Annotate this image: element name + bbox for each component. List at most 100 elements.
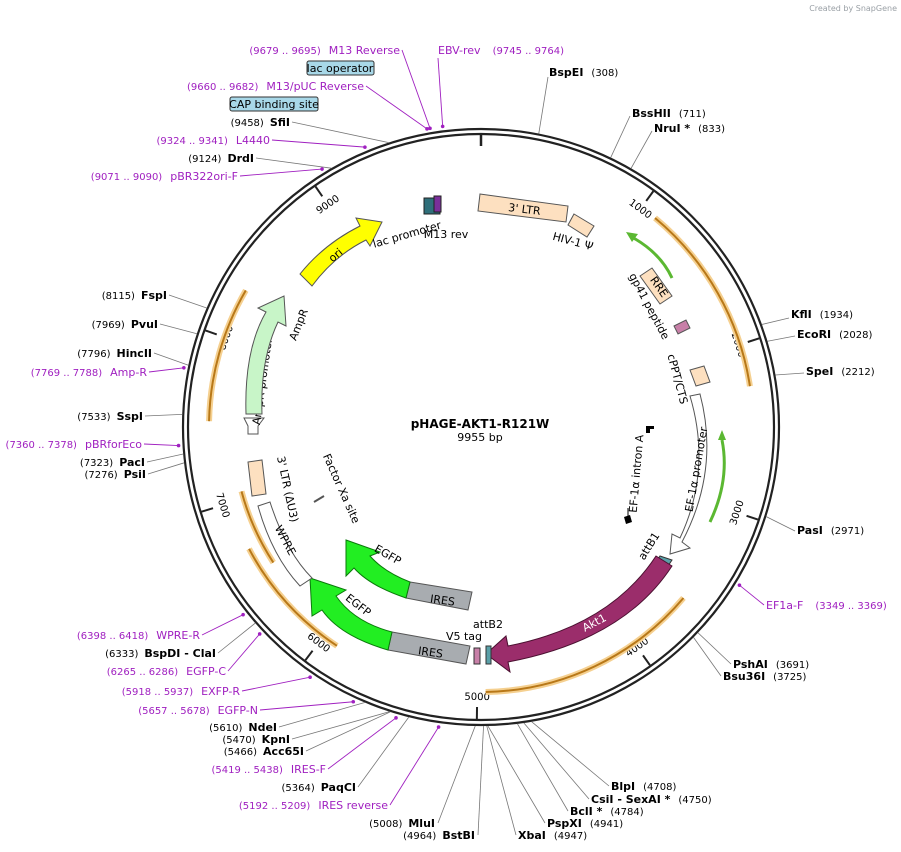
feature-wpre-shape[interactable] bbox=[257, 501, 313, 587]
tick-9000 bbox=[314, 185, 324, 197]
feature-cppt-shape[interactable] bbox=[689, 365, 711, 387]
feature-ampr-label: AmpR bbox=[287, 307, 311, 343]
site-ecori[interactable]: EcoRI(2028) bbox=[797, 328, 873, 341]
feature-ampr-shape[interactable] bbox=[245, 295, 287, 415]
tick-3000 bbox=[746, 514, 759, 521]
site-spei[interactable]: SpeI(2212) bbox=[806, 365, 875, 378]
primer-mark bbox=[428, 126, 432, 131]
feature-3ltr-shape[interactable] bbox=[477, 193, 569, 223]
site-kpni[interactable]: (5470)KpnI bbox=[222, 733, 290, 746]
primer-mark bbox=[737, 583, 742, 587]
primer-leader bbox=[271, 139, 365, 148]
site-bstbi[interactable]: (4964)BstBI bbox=[403, 829, 475, 842]
tick-label-5000: 5000 bbox=[464, 692, 490, 703]
primer-mark bbox=[176, 443, 181, 448]
site-hincii[interactable]: (7796)HincII bbox=[77, 347, 152, 360]
site-pshai[interactable]: PshAI(3691) bbox=[733, 658, 809, 671]
site-pvui[interactable]: (7969)PvuI bbox=[92, 318, 158, 331]
primer-leader bbox=[239, 168, 323, 177]
primer-mark bbox=[182, 365, 186, 370]
primer-exfp-r[interactable]: (5918 .. 5937)EXFP-R bbox=[122, 685, 241, 698]
site-mlui[interactable]: (5008)MluI bbox=[369, 817, 435, 830]
site-leader bbox=[766, 516, 796, 532]
cap-binding-site-box[interactable]: CAP binding site bbox=[229, 96, 319, 112]
site-bspdi-clai[interactable]: (6333)BspDI - ClaI bbox=[105, 647, 216, 660]
site-sspi[interactable]: (7533)SspI bbox=[77, 410, 143, 423]
lac-operator-box[interactable]: lac operator bbox=[306, 60, 375, 76]
feature-rre-shape[interactable] bbox=[639, 267, 673, 305]
primer-ebv-rev[interactable]: EBV-rev(9745 .. 9764) bbox=[438, 44, 564, 57]
site-leader bbox=[610, 115, 631, 158]
site-acc65i[interactable]: (5466)Acc65I bbox=[224, 745, 304, 758]
site-leader bbox=[168, 294, 207, 309]
site-csii-sexai[interactable]: CsiI - SexAI *(4750) bbox=[591, 793, 712, 806]
feature-ires-inner-label: IRES bbox=[429, 592, 455, 608]
site-bspei[interactable]: BspEI(308) bbox=[549, 66, 618, 79]
primer-l4440[interactable]: (9324 .. 9341)L4440 bbox=[156, 134, 270, 147]
primer-egfp-n[interactable]: (5657 .. 5678)EGFP-N bbox=[138, 704, 258, 717]
tick-label-1000: 1000 bbox=[627, 197, 654, 221]
site-paci[interactable]: (7323)PacI bbox=[80, 456, 145, 469]
primer-egfp-c[interactable]: (6265 .. 6286)EGFP-C bbox=[107, 665, 227, 678]
site-pasi[interactable]: PasI(2971) bbox=[797, 524, 864, 537]
site-sfii[interactable]: (9458)SfiI bbox=[231, 116, 290, 129]
feature-v5-shape[interactable] bbox=[473, 647, 481, 665]
feature-hiv1-psi-shape[interactable] bbox=[567, 213, 595, 238]
feature-attb2-shape[interactable] bbox=[485, 645, 492, 665]
primer-wpre-r[interactable]: (6398 .. 6418)WPRE-R bbox=[77, 629, 200, 642]
feature-ef1a-intron-label: EF-1α intron A bbox=[627, 434, 647, 514]
feature-ef1a-promoter-shape[interactable] bbox=[669, 393, 708, 555]
site-fspi[interactable]: (8115)FspI bbox=[102, 289, 167, 302]
site-pspxi[interactable]: PspXI(4941) bbox=[547, 817, 623, 830]
feature-rre-green-arrow bbox=[626, 232, 638, 242]
site-leader bbox=[217, 622, 256, 654]
tick-8000 bbox=[205, 329, 218, 336]
primer-leader bbox=[201, 614, 244, 636]
feature-v5-label: V5 tag bbox=[446, 630, 482, 643]
site-kfli[interactable]: KflI(1934) bbox=[791, 308, 853, 321]
site-bsu36i[interactable]: Bsu36I(3725) bbox=[723, 670, 807, 683]
primer-leader bbox=[143, 443, 179, 447]
site-paqci[interactable]: (5364)PaqCI bbox=[282, 781, 357, 794]
feature-akt1-shape[interactable] bbox=[485, 555, 673, 674]
site-blpi[interactable]: BlpI(4708) bbox=[611, 780, 676, 793]
primer-pbrforeco[interactable]: (7360 .. 7378)pBRforEco bbox=[6, 438, 143, 451]
feature-3ltr-du3-shape[interactable] bbox=[247, 459, 267, 497]
feature-ampr-promoter-shape[interactable] bbox=[243, 417, 265, 435]
feature-egfp-inner-shape[interactable] bbox=[345, 539, 411, 599]
site-leader bbox=[477, 725, 484, 836]
feature-attb2-label: attB2 bbox=[473, 618, 503, 631]
feature-ef1a-promoter-label: EF-1α promoter bbox=[683, 425, 711, 512]
site-psii[interactable]: (7276)PsiI bbox=[84, 468, 146, 481]
feature-gp41-shape[interactable] bbox=[673, 319, 691, 335]
site-xbai[interactable]: XbaI(4947) bbox=[518, 829, 587, 842]
primer-amp-r[interactable]: (7769 .. 7788)Amp-R bbox=[31, 366, 148, 379]
primer-pbr322ori-f[interactable]: (9071 .. 9090)pBR322ori-F bbox=[91, 170, 238, 183]
site-bcli[interactable]: BclI *(4784) bbox=[570, 805, 644, 818]
primer-mark bbox=[436, 725, 441, 729]
primer-m13-reverse[interactable]: (9679 .. 9695)M13 Reverse bbox=[249, 44, 400, 57]
orange-arc-3-core bbox=[248, 548, 338, 647]
primer-m13puc-reverse[interactable]: (9660 .. 9682)M13/pUC Reverse bbox=[187, 80, 364, 93]
lac-operator-label: lac operator bbox=[307, 62, 374, 75]
site-ndei[interactable]: (5610)NdeI bbox=[209, 721, 277, 734]
feature-egfp-outer-shape[interactable] bbox=[309, 577, 393, 651]
site-nrui[interactable]: NruI *(833) bbox=[654, 122, 725, 135]
site-leader bbox=[255, 157, 332, 169]
primer-ires-f[interactable]: (5419 .. 5438)IRES-F bbox=[211, 763, 326, 776]
site-leader bbox=[767, 335, 796, 342]
site-leader bbox=[523, 722, 590, 800]
primer-ef1a-f[interactable]: EF1a-F(3349 .. 3369) bbox=[766, 599, 887, 612]
tick-label-7000: 7000 bbox=[213, 492, 231, 520]
primer-ires-reverse[interactable]: (5192 .. 5209)IRES reverse bbox=[239, 799, 388, 812]
site-leader bbox=[159, 323, 198, 335]
feature-factorxa-shape[interactable] bbox=[313, 495, 325, 503]
site-bsshii[interactable]: BssHII(711) bbox=[632, 107, 706, 120]
plasmid-name: pHAGE-AKT1-R121W bbox=[411, 417, 550, 431]
primer-leader bbox=[241, 676, 311, 692]
backbone-inner bbox=[186, 132, 776, 722]
primer-leader bbox=[227, 633, 261, 672]
feature-ori-shape[interactable] bbox=[299, 217, 383, 287]
site-drdi[interactable]: (9124)DrdI bbox=[188, 152, 254, 165]
feature-m13rev-shape[interactable] bbox=[433, 195, 442, 213]
